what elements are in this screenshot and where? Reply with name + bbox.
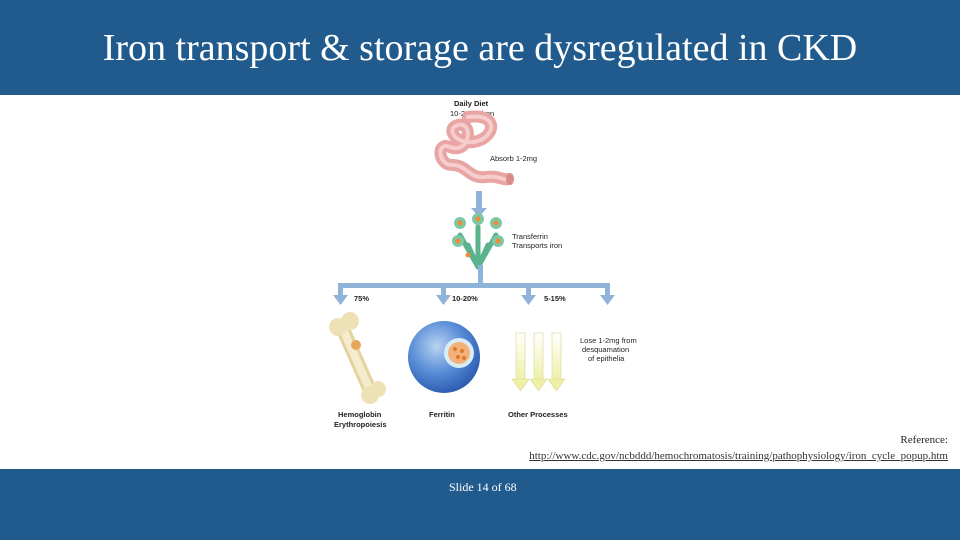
ferritin-label: Ferritin: [429, 410, 455, 419]
transferrin-desc: Transports iron: [512, 241, 562, 250]
bone-icon: [329, 312, 386, 404]
transferrin-icon: [452, 213, 504, 270]
ferritin-cell-icon: [408, 321, 480, 393]
reference-link[interactable]: http://www.cdc.gov/ncbddd/hemochromatosi…: [529, 450, 948, 462]
lose-label-2: desquamation: [582, 345, 629, 354]
iron-cycle-diagram: Daily Diet 10-20mg iron Absorb 1-2mg Tra…: [329, 99, 637, 429]
slide-number: Slide 14 of 68: [449, 480, 517, 494]
slide-title: Iron transport & storage are dysregulate…: [102, 27, 858, 69]
transferrin-label: Transferrin: [512, 232, 548, 241]
pct-ferritin: 10-20%: [452, 294, 478, 303]
footer-bar: [0, 469, 960, 540]
diet-label: Daily Diet: [454, 99, 489, 108]
intestine-icon: [434, 110, 514, 186]
hemoglobin-label: Hemoglobin: [338, 410, 382, 419]
title-bar: [0, 0, 960, 95]
reference-label: Reference:: [900, 434, 948, 446]
lose-label-1: Lose 1-2mg from: [580, 336, 637, 345]
lose-label-3: of epithelia: [588, 354, 625, 363]
pct-hemoglobin: 75%: [354, 294, 369, 303]
down-arrow-icon: [471, 191, 487, 217]
erythropoiesis-label: Erythropoiesis: [334, 420, 387, 429]
pct-other: 5-15%: [544, 294, 566, 303]
absorb-label: Absorb 1-2mg: [490, 154, 537, 163]
other-processes-label: Other Processes: [508, 410, 568, 419]
distribution-arrows: [333, 265, 615, 305]
other-processes-icon: [511, 332, 566, 392]
